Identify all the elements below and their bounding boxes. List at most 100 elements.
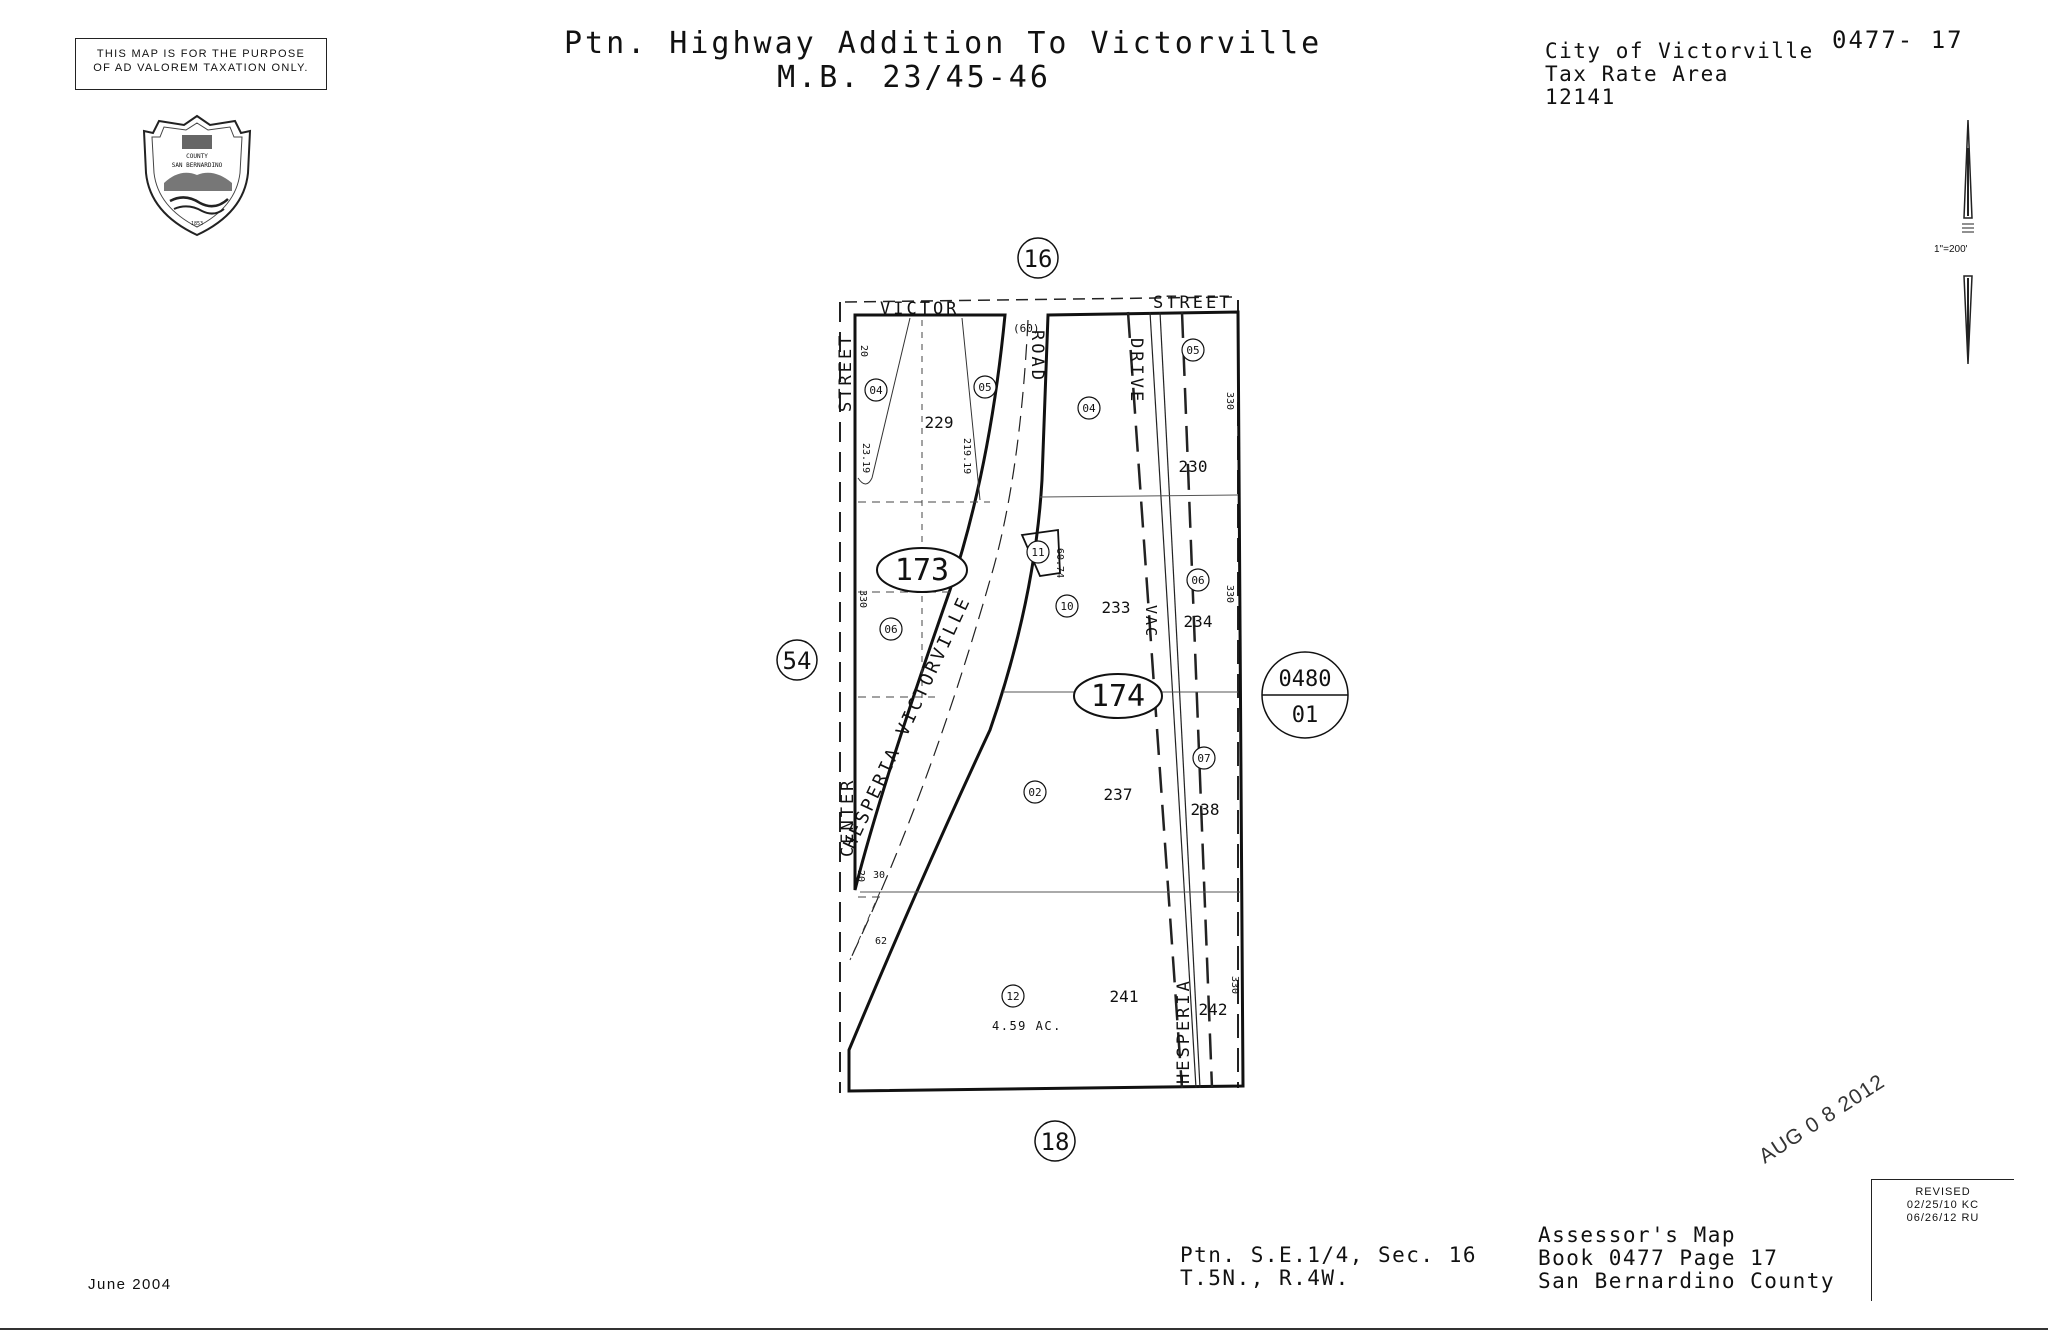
svg-text:04: 04 — [1082, 402, 1096, 415]
lot-number: 242 — [1199, 1000, 1228, 1019]
svg-text:54: 54 — [783, 647, 812, 675]
hesperia-drive-center — [1149, 311, 1197, 1089]
svg-text:02: 02 — [1028, 786, 1041, 799]
lot-number-layer: 229 230 233 234 237 238 241 242 — [925, 413, 1228, 1019]
road-centerline — [849, 319, 1029, 961]
parcel-number: 05 — [973, 375, 997, 399]
section-line-1: Ptn. S.E.1/4, Sec. 16 — [1180, 1243, 1478, 1267]
parcel-number: 07 — [1192, 746, 1216, 770]
svg-text:04: 04 — [869, 384, 883, 397]
adjacent-south: 18 — [1034, 1120, 1076, 1162]
lot-number: 237 — [1104, 785, 1133, 804]
lot-line — [857, 477, 873, 485]
bottom-frame-line — [0, 1328, 2048, 1330]
street-label-road: ROAD — [1027, 330, 1047, 383]
parcel-number: 05 — [1181, 338, 1205, 362]
lot-line — [1039, 494, 1239, 498]
parcel-number: 04 — [864, 378, 888, 402]
svg-text:174: 174 — [1091, 679, 1145, 714]
dim-330-left: 330 — [857, 590, 868, 608]
svg-text:06: 06 — [1191, 574, 1204, 587]
dim-330-right-2: 330 — [1224, 585, 1235, 603]
dim-23-19: 23.19 — [860, 443, 871, 473]
svg-text:18: 18 — [1041, 1128, 1070, 1156]
revised-entry: 02/25/10 KC — [1906, 1199, 1980, 1211]
disclaimer-line-1: THIS MAP IS FOR THE PURPOSE — [96, 48, 306, 60]
revised-entry: 06/26/12 RU — [1906, 1212, 1980, 1224]
street-label-hesperia: HESPERIA — [1174, 978, 1194, 1084]
street-label-street-top: STREET — [1153, 293, 1232, 313]
lot-number: 234 — [1184, 612, 1213, 631]
disclaimer-line-2: OF AD VALOREM TAXATION ONLY. — [93, 62, 309, 74]
assessor-line-2: Book 0477 Page 17 — [1538, 1246, 1779, 1270]
dim-60-74: 60.74 — [1054, 548, 1065, 578]
street-label-drive: DRIVE — [1126, 338, 1146, 404]
seal-year-text: 1853 — [191, 221, 203, 227]
lot-line — [961, 317, 981, 501]
block-173-label: 173 — [876, 547, 968, 593]
svg-text:10: 10 — [1060, 600, 1073, 613]
section-line-2: T.5N., R.4W. — [1180, 1266, 1350, 1290]
svg-text:07: 07 — [1197, 752, 1210, 765]
street-label-vac: VAC — [1142, 605, 1160, 638]
adjacent-east: 0480 01 — [1261, 651, 1349, 739]
dim-219-19: 219.19 — [961, 438, 972, 474]
seal-county-text: COUNTY — [186, 153, 208, 160]
parcel-number: 11 — [1026, 540, 1050, 564]
title-line-2: M.B. 23/45-46 — [777, 60, 1051, 95]
assessor-line-3: San Bernardino County — [1538, 1269, 1836, 1293]
lot-number: 241 — [1110, 987, 1139, 1006]
block-173-outline — [853, 313, 1007, 891]
disclaimer-box: THIS MAP IS FOR THE PURPOSE OF AD VALORE… — [75, 38, 327, 90]
street-label-street-left: STREET — [836, 333, 856, 412]
svg-text:01: 01 — [1292, 703, 1319, 728]
svg-text:173: 173 — [895, 553, 949, 588]
dim-60: (60) — [1013, 322, 1040, 335]
lot-line-dashed — [849, 891, 881, 961]
county-seal-icon: COUNTY SAN BERNARDINO 1853 — [142, 114, 252, 237]
adjacent-west: 54 — [776, 639, 818, 681]
dim-330-right-3: 330 — [1229, 976, 1240, 994]
lot-number: 238 — [1191, 800, 1220, 819]
svg-text:05: 05 — [1186, 344, 1199, 357]
scale-label: 1"=200' — [1934, 244, 1968, 255]
parcel-number: 06 — [1186, 568, 1210, 592]
street-label-hesperia-victorville: HESPERIA VICTORVILLE — [839, 592, 975, 852]
city-name: City of Victorville — [1545, 39, 1814, 63]
street-label-center: CENTER — [838, 778, 858, 857]
svg-text:0480: 0480 — [1279, 667, 1332, 692]
parcel-number: 04 — [1077, 396, 1101, 420]
seal-main-text: SAN BERNARDINO — [172, 162, 223, 169]
lot-number: 229 — [925, 413, 954, 432]
tax-rate-label: Tax Rate Area — [1545, 62, 1729, 86]
acreage-label: 4.59 AC. — [992, 1019, 1062, 1033]
svg-text:06: 06 — [884, 623, 897, 636]
map-date: June 2004 — [88, 1276, 172, 1293]
block-174-label: 174 — [1073, 673, 1163, 719]
assessor-line-1: Assessor's Map — [1538, 1223, 1737, 1247]
lot-number: 230 — [1179, 457, 1208, 476]
north-arrow-icon — [1962, 119, 1974, 365]
dim-20-top: 20 — [858, 345, 869, 357]
assessor-block: Assessor's Map Book 0477 Page 17 San Ber… — [1538, 1224, 1835, 1293]
svg-text:12: 12 — [1006, 990, 1019, 1003]
victor-street-centerline — [844, 296, 1233, 303]
dim-62: 62 — [875, 936, 887, 947]
lot-line — [871, 317, 911, 479]
svg-text:05: 05 — [978, 381, 991, 394]
dim-30: 30 — [873, 870, 885, 881]
hesperia-drive-center-2 — [1159, 311, 1201, 1089]
svg-text:16: 16 — [1024, 245, 1053, 273]
lot-number: 233 — [1102, 598, 1131, 617]
adjacent-north: 16 — [1017, 237, 1059, 279]
map-title: Ptn. Highway Addition To Victorville M.B… — [564, 26, 1323, 95]
revised-heading: REVISED — [1915, 1186, 1971, 1198]
title-line-1: Ptn. Highway Addition To Victorville — [564, 26, 1323, 61]
tax-rate-code: 12141 — [1545, 85, 1616, 109]
svg-text:11: 11 — [1031, 546, 1044, 559]
section-block: Ptn. S.E.1/4, Sec. 16 T.5N., R.4W. — [1180, 1244, 1477, 1290]
parcel-number: 06 — [879, 617, 903, 641]
